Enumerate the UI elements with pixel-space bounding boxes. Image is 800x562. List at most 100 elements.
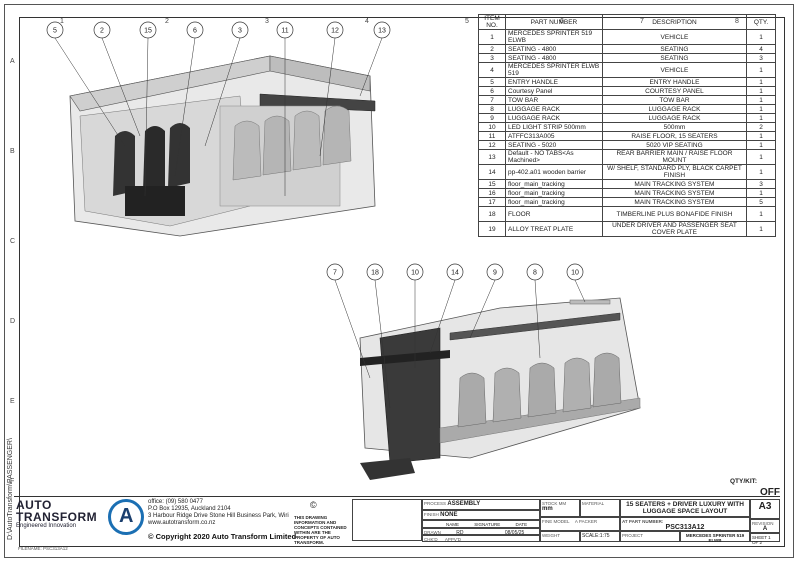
balloon-view2-14: 14 (451, 270, 459, 277)
bom-part-number: MERCEDES SPRINTER ELWB 519 (505, 62, 603, 78)
bom-item-no: 5 (478, 77, 506, 87)
process-cell: PROCESS ASSEMBLY (422, 499, 540, 510)
title-block: AUTO TRANSFORM Engineered Innovation A o… (14, 496, 780, 545)
drawn-label: DRAWN (424, 530, 441, 535)
bom-description: LUGGAGE RACK (601, 113, 748, 123)
bom-description: MAIN TRACKING SYSTEM (601, 197, 748, 207)
driver-seats-1 (113, 123, 190, 216)
bom-qty: 1 (746, 149, 776, 165)
balloon-view2-10: 10 (411, 270, 419, 277)
bom-qty: 5 (746, 197, 776, 207)
bom-header-part: PART NUMBER (505, 14, 603, 30)
callout-balloons-2: 7 18 10 14 9 8 10 (326, 263, 584, 281)
bom-part-number: floor_main_tracking (505, 179, 603, 189)
row-marker-e: E (10, 398, 15, 405)
row-marker-b: B (10, 148, 15, 155)
bom-description: REAR BARRIER MAIN / RAISE FLOOR MOUNT (601, 149, 748, 165)
drawing-title: 15 SEATERS + DRIVER LUXURY WITH LUGGAGE … (626, 501, 744, 515)
side-path-label: D:\AutoTransform\PASSENGER\ (7, 438, 14, 540)
bom-item-no: 11 (478, 131, 506, 141)
callout-balloons-1: 5 2 15 6 3 11 12 13 (46, 21, 391, 39)
bom-part-number: floor_main_tracking (505, 197, 603, 207)
drawn-name: RD (456, 530, 464, 536)
approval-cell: CHK'D APPV'D (422, 535, 540, 542)
column-marker-5: 5 (465, 18, 469, 25)
isometric-view-2: 7 18 10 14 9 8 10 (326, 263, 641, 480)
bom-description: VEHICLE (601, 29, 748, 45)
fine-model-value: A PACKER (574, 519, 598, 524)
bom-item-no: 8 (478, 104, 506, 114)
bom-item-no: 13 (478, 149, 506, 165)
bom-part-number: ATFFC313A005 (505, 131, 603, 141)
bom-description: MAIN TRACKING SYSTEM (601, 179, 748, 189)
passenger-seats-2 (457, 352, 622, 428)
row-marker-f: F (10, 478, 15, 485)
bom-part-number: LED LIGHT STRIP 500mm (505, 122, 603, 132)
contact-line: P.O Box 12935, Auckland 2104 (148, 506, 231, 512)
bom-item-no: 10 (478, 122, 506, 132)
column-marker-3: 3 (265, 18, 269, 25)
process-value: ASSEMBLY (447, 501, 481, 507)
at-part-number-label: AT PART NUMBER: (622, 519, 664, 524)
leader-lines-2 (334, 279, 586, 409)
revision-value: A (762, 526, 768, 532)
bom-qty: 1 (746, 62, 776, 78)
bom-qty: 2 (746, 122, 776, 132)
bom-item-no: 1 (478, 29, 506, 45)
contact-line: www.autotransform.co.nz (148, 520, 216, 526)
bom-item-no: 17 (478, 197, 506, 207)
bom-qty: 1 (746, 164, 776, 180)
vehicle-cell: MERCEDES SPRINTER 519 ELWB (680, 531, 750, 543)
bom-item-no: 4 (478, 62, 506, 78)
bom-description: SEATING (601, 53, 748, 63)
part-number-value: PSC313A12 (665, 524, 705, 531)
row-marker-d: D (10, 318, 16, 325)
bom-qty: 1 (746, 29, 776, 45)
bom-qty: 1 (746, 140, 776, 150)
sheet-size: A3 (758, 501, 772, 512)
approved-label: APPV'D (444, 537, 462, 542)
leader-lines-1 (54, 37, 383, 197)
sheet-count-cell: SHEET 1 OF 2 (750, 533, 780, 545)
bom-description: UNDER DRIVER AND PASSENGER SEAT COVER PL… (601, 221, 748, 237)
logo-line-1: AUTO (16, 498, 52, 512)
balloon-view1-15: 15 (144, 28, 152, 35)
stock-label: STOCK MM (542, 501, 567, 506)
bom-description: RAISE FLOOR, 15 SEATERS (601, 131, 748, 141)
bom-item-no: 16 (478, 188, 506, 198)
logo-mark: A (119, 505, 134, 527)
bom-part-number: MERCEDES SPRINTER 519 ELWB (505, 29, 603, 45)
project-label: PROJECT (622, 533, 644, 538)
bom-part-number: SEATING - 4800 (505, 53, 603, 63)
vehicle-value: MERCEDES SPRINTER 519 ELWB (685, 533, 745, 543)
bom-part-number: pp-402.a01 wooden barrier (505, 164, 603, 180)
finish-cell: FINISH NONE (422, 510, 540, 520)
finish-value: NONE (440, 512, 458, 518)
weight-label: WEIGHT (542, 533, 560, 538)
bom-description: ENTRY HANDLE (601, 77, 748, 87)
stock-cell: STOCK MM mm (540, 499, 580, 517)
bom-part-number: ALLOY TREAT PLATE (505, 221, 603, 237)
bom-description: COURTESY PANEL (601, 86, 748, 96)
qty-kit-label: QTY/KIT: (730, 478, 758, 485)
bom-part-number: SEATING - 5020 (505, 140, 603, 150)
bom-item-no: 6 (478, 86, 506, 96)
bom-part-number: LUGGAGE RACK (505, 104, 603, 114)
bom-qty: 1 (746, 86, 776, 96)
part-number-cell: AT PART NUMBER: PSC313A12 (620, 517, 750, 531)
balloon-view2-10b: 10 (571, 270, 579, 277)
balloon-view1-6: 6 (193, 28, 197, 35)
balloon-view1-13: 13 (378, 28, 386, 35)
column-marker-4: 4 (365, 18, 369, 25)
